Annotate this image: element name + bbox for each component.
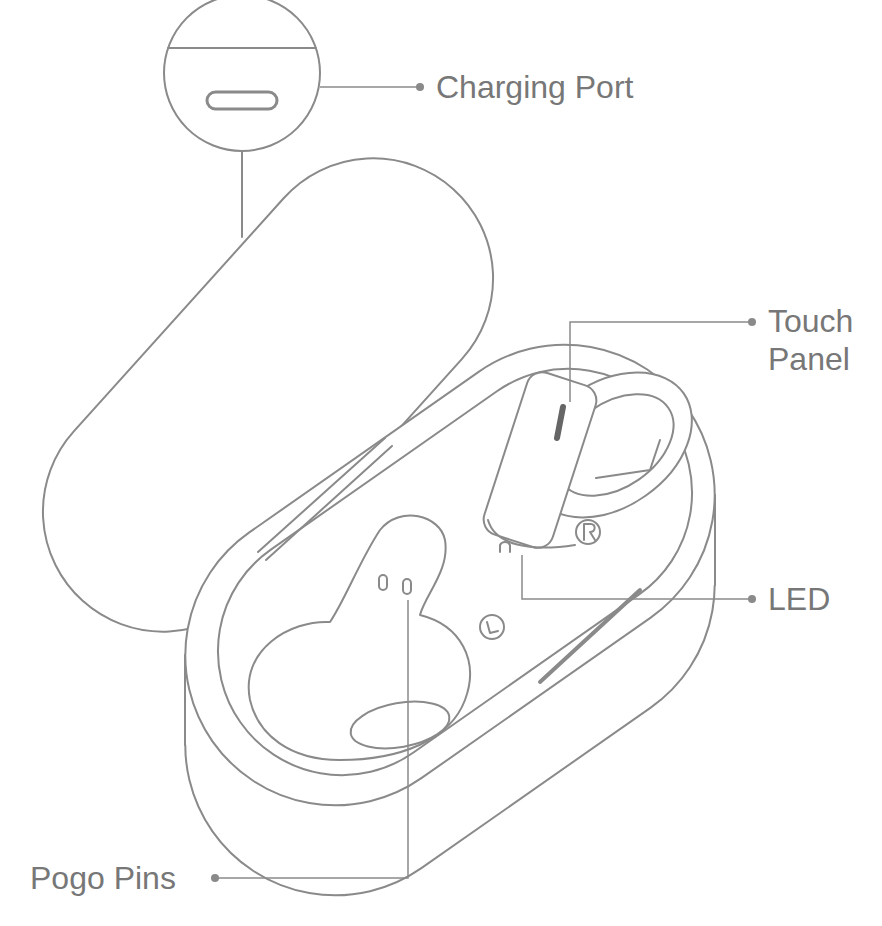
earbud-edge bbox=[596, 440, 660, 478]
led-mark bbox=[500, 542, 510, 552]
right-mark-letter bbox=[584, 524, 595, 540]
cavity-bottom bbox=[347, 695, 453, 756]
right-mark bbox=[576, 520, 600, 544]
right-earbud-stem bbox=[479, 368, 600, 552]
leader-dot bbox=[748, 595, 756, 603]
case-tray bbox=[169, 320, 740, 824]
part-label: LED bbox=[768, 580, 868, 618]
part-label: Charging Port bbox=[436, 68, 736, 106]
left-earbud-cavity bbox=[249, 516, 470, 760]
leader-dot bbox=[748, 318, 756, 326]
magnifier-edge bbox=[168, 47, 316, 49]
part-label: Touch Panel bbox=[768, 302, 874, 378]
magnifier-leader bbox=[241, 151, 243, 237]
left-mark-letter bbox=[487, 622, 498, 633]
leader-line bbox=[215, 600, 408, 878]
magnifier-circle bbox=[164, 0, 320, 151]
pogo-pin bbox=[403, 579, 411, 594]
front-groove bbox=[540, 590, 640, 682]
leader-dot bbox=[416, 83, 424, 91]
part-label: Pogo Pins bbox=[30, 859, 205, 897]
pogo-pin bbox=[379, 575, 387, 590]
leader-line bbox=[320, 86, 420, 88]
left-mark bbox=[480, 615, 504, 639]
charging-port-slot bbox=[207, 92, 277, 109]
leader-line bbox=[522, 555, 752, 599]
touch-panel-mark bbox=[557, 407, 563, 438]
leader-line bbox=[570, 322, 752, 402]
case-rim bbox=[126, 286, 773, 864]
leader-dot bbox=[211, 874, 219, 882]
